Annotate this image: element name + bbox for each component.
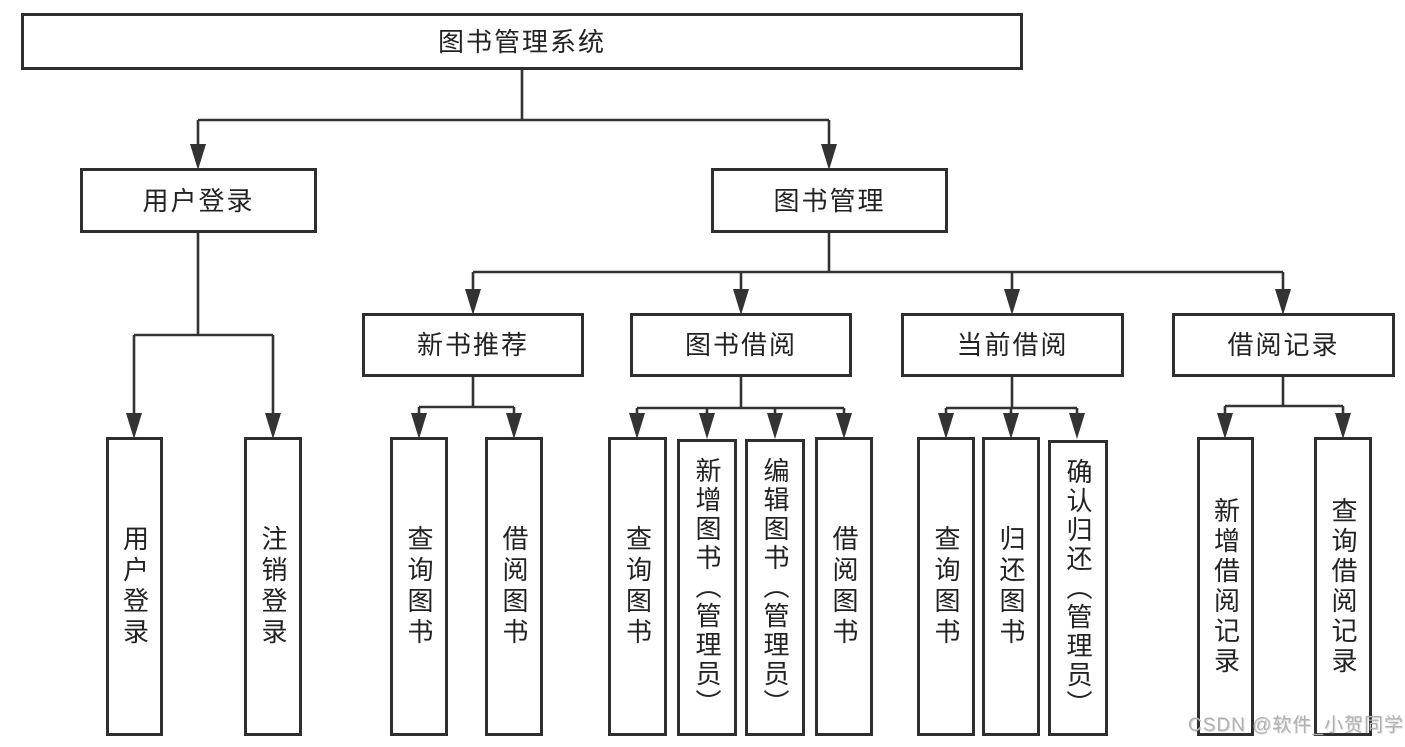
- leaf-borrowing-query-book: 查询图书: [608, 437, 667, 736]
- leaf-recommend-query-book: 查询图书: [390, 437, 448, 736]
- node-book-management-branch: 图书管理: [711, 168, 948, 233]
- leaf-borrowing-borrow-book: 借阅图书: [815, 437, 873, 736]
- leaf-label: 用户登录: [119, 524, 150, 649]
- leaf-current-query-book: 查询图书: [917, 437, 975, 736]
- leaf-add-borrow-record: 新增借阅记录: [1197, 437, 1254, 736]
- leaf-label: 归还图书: [996, 524, 1026, 649]
- leaf-label: 借阅图书: [499, 524, 529, 649]
- leaf-recommend-borrow-book: 借阅图书: [485, 437, 543, 736]
- leaf-edit-book-admin: 编辑图书（管理员）: [745, 439, 805, 736]
- node-new-book-recommend: 新书推荐: [362, 313, 584, 377]
- leaf-label: 查询图书: [622, 524, 653, 649]
- leaf-query-borrow-record: 查询借阅记录: [1314, 437, 1372, 736]
- leaf-label: 查询图书: [404, 524, 434, 649]
- arrowhead-icons: [126, 144, 1351, 439]
- csdn-watermark: CSDN @软件_小贺同学: [1188, 715, 1404, 736]
- leaf-confirm-return-admin: 确认归还（管理员）: [1048, 440, 1108, 736]
- leaf-label: 查询借阅记录: [1328, 496, 1358, 677]
- leaf-label: 新增图书（管理员）: [692, 457, 722, 718]
- leaf-logout: 注销登录: [244, 437, 302, 736]
- leaf-label: 查询图书: [931, 524, 961, 649]
- leaf-return-book: 归还图书: [982, 437, 1040, 736]
- leaf-label: 新增借阅记录: [1210, 496, 1241, 677]
- leaf-user-login: 用户登录: [106, 437, 163, 736]
- leaf-label: 注销登录: [258, 524, 288, 649]
- leaf-label: 编辑图书（管理员）: [760, 457, 790, 718]
- node-borrowing-records: 借阅记录: [1172, 313, 1395, 377]
- leaf-add-book-admin: 新增图书（管理员）: [677, 439, 737, 736]
- leaf-label: 确认归还（管理员）: [1063, 457, 1093, 719]
- leaf-label: 借阅图书: [829, 524, 859, 649]
- node-system-root: 图书管理系统: [21, 13, 1023, 70]
- node-book-borrowing: 图书借阅: [630, 313, 852, 377]
- node-current-borrowing: 当前借阅: [901, 313, 1124, 377]
- node-user-login-branch: 用户登录: [80, 168, 317, 233]
